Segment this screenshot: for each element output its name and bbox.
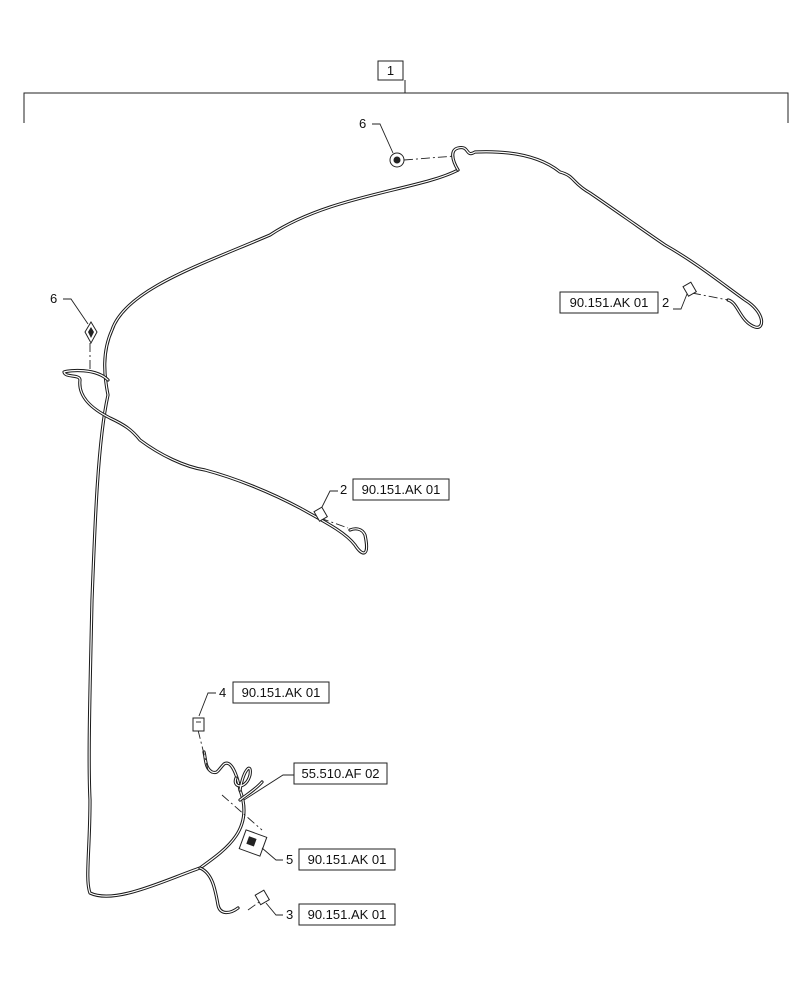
callout-connector-4: 4 90.151.AK 01	[198, 681, 330, 717]
callout-item: 6	[50, 291, 57, 306]
callout-ref: 90.151.AK 01	[570, 295, 649, 310]
callout-grommet-top: 6	[359, 116, 394, 154]
assembly-item-number: 1	[387, 63, 394, 78]
callout-connector-right: 90.151.AK 01 2	[559, 291, 688, 314]
callout-item: 2	[662, 295, 669, 310]
callout-connector-3: 3 90.151.AK 01	[265, 902, 396, 926]
callout-harness-junction: 55.510.AF 02	[243, 762, 388, 801]
callout-item: 4	[219, 685, 226, 700]
connector-3-part	[254, 889, 271, 906]
grommet-top	[389, 152, 405, 168]
callout-ref: 90.151.AK 01	[362, 482, 441, 497]
grommet-left	[84, 321, 98, 345]
assembly-bracket: 1	[23, 60, 789, 123]
connector-right-part	[682, 281, 698, 297]
assembly-lines	[89, 155, 729, 911]
connector-mid-part	[313, 506, 329, 522]
callout-connector-5: 5 90.151.AK 01	[261, 847, 396, 871]
harness-wire	[62, 145, 764, 915]
callout-item: 6	[359, 116, 366, 131]
callout-ref: 90.151.AK 01	[308, 852, 387, 867]
connector-4-part	[192, 717, 205, 732]
callout-connector-mid: 2 90.151.AK 01	[321, 478, 450, 508]
callout-ref: 55.510.AF 02	[301, 766, 379, 781]
callout-ref: 90.151.AK 01	[242, 685, 321, 700]
callout-item: 5	[286, 852, 293, 867]
connector-5-part	[238, 829, 268, 857]
callout-item: 3	[286, 907, 293, 922]
callout-ref: 90.151.AK 01	[308, 907, 387, 922]
callout-grommet-left: 6	[50, 291, 89, 325]
callout-item: 2	[340, 482, 347, 497]
